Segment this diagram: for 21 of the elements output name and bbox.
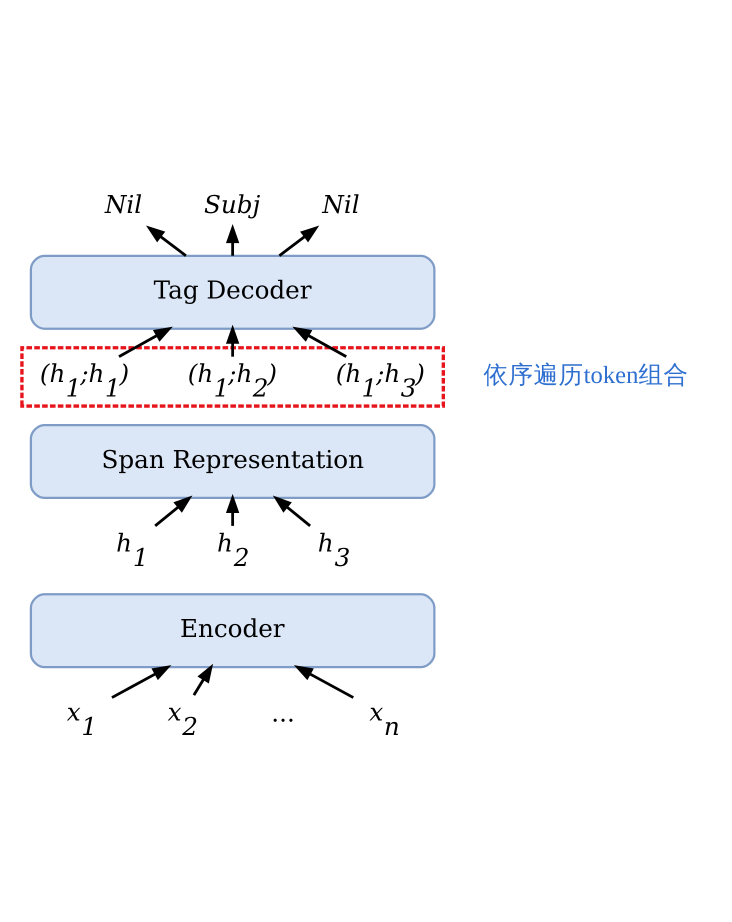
- arrow: [226, 493, 240, 526]
- node-text: Nil: [104, 189, 142, 218]
- arrow: [226, 324, 240, 356]
- arrow: [146, 224, 187, 256]
- arrow: [154, 494, 192, 526]
- arrow: [278, 224, 320, 256]
- node-box: Span Representation: [30, 423, 436, 499]
- label: 依序遍历token组合: [484, 362, 688, 389]
- node-box: Tag Decoder: [30, 254, 436, 330]
- cluster: [20, 346, 445, 408]
- node-text: Nil: [322, 189, 360, 218]
- arrow: [294, 664, 354, 698]
- node-box: Encoder: [30, 592, 436, 668]
- arrow: [226, 224, 240, 256]
- arrow: [118, 326, 173, 358]
- label: ...: [271, 698, 295, 728]
- arrow: [292, 326, 347, 358]
- arrow: [111, 664, 172, 698]
- arrow: [192, 663, 214, 696]
- arrow: [272, 494, 311, 526]
- node-text: Subj: [204, 189, 260, 218]
